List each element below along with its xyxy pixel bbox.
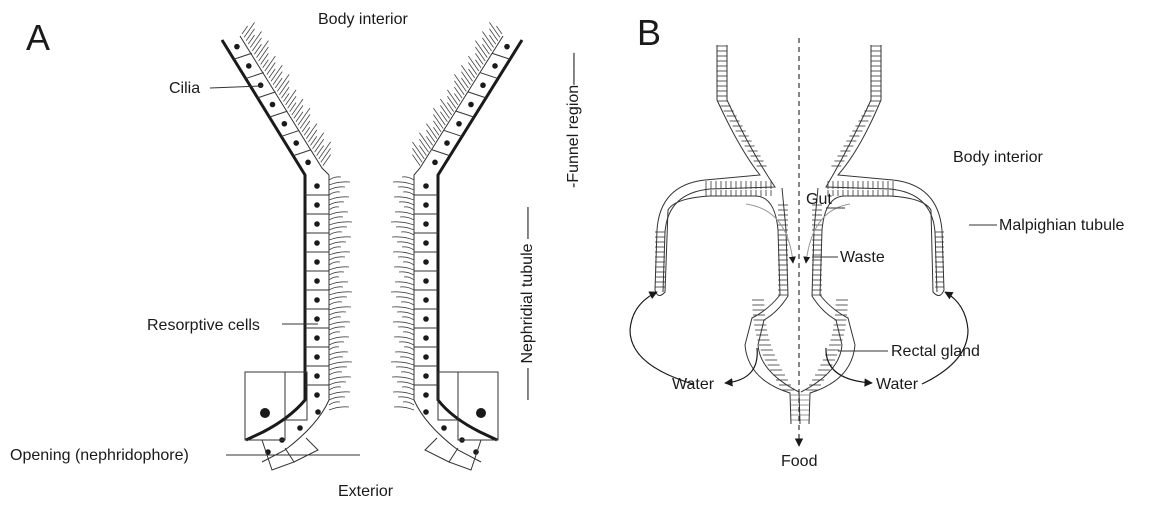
body-interior-label-a: Body interior xyxy=(318,11,408,28)
panel-a: A xyxy=(10,11,582,500)
body-interior-label-b: Body interior xyxy=(953,149,1043,166)
food-label: Food xyxy=(781,453,817,470)
waste-label: Waste xyxy=(840,249,885,266)
water-out-left-arrow xyxy=(725,348,757,383)
funnel-region-label: -Funnel region—— xyxy=(565,53,582,188)
water-reabsorb-right-arrow xyxy=(922,292,968,384)
panel-a-letter: A xyxy=(26,17,50,58)
gut-label: Gut xyxy=(806,191,832,208)
opening-label: Opening (nephridophore) xyxy=(10,447,189,464)
exterior-label: Exterior xyxy=(338,483,394,500)
cilia-fringe xyxy=(242,22,352,410)
rectal-gland-label: Rectal gland xyxy=(891,343,980,360)
panel-b: B Body interior Gut xyxy=(630,12,1125,470)
cell-nuclei xyxy=(423,44,510,455)
panel-b-letter: B xyxy=(637,12,661,53)
cilia-fringe xyxy=(391,22,502,410)
nephridial-tubule-label: —— Nephridial tubule —— xyxy=(519,207,536,400)
cilia-leader xyxy=(210,86,262,88)
water-left-label: Water xyxy=(672,376,715,393)
nephridium-left-wall xyxy=(222,22,352,470)
cilia-label: Cilia xyxy=(169,80,200,97)
resorptive-cells-label: Resorptive cells xyxy=(147,317,260,334)
malpighian-tubule-label: Malpighian tubule xyxy=(999,217,1125,234)
water-right-label: Water xyxy=(876,376,919,393)
nephridium-right-wall xyxy=(391,22,522,470)
cell-nuclei xyxy=(234,44,321,455)
waste-flow-left-arrow xyxy=(746,204,793,263)
water-reabsorb-left-arrow xyxy=(630,292,693,384)
